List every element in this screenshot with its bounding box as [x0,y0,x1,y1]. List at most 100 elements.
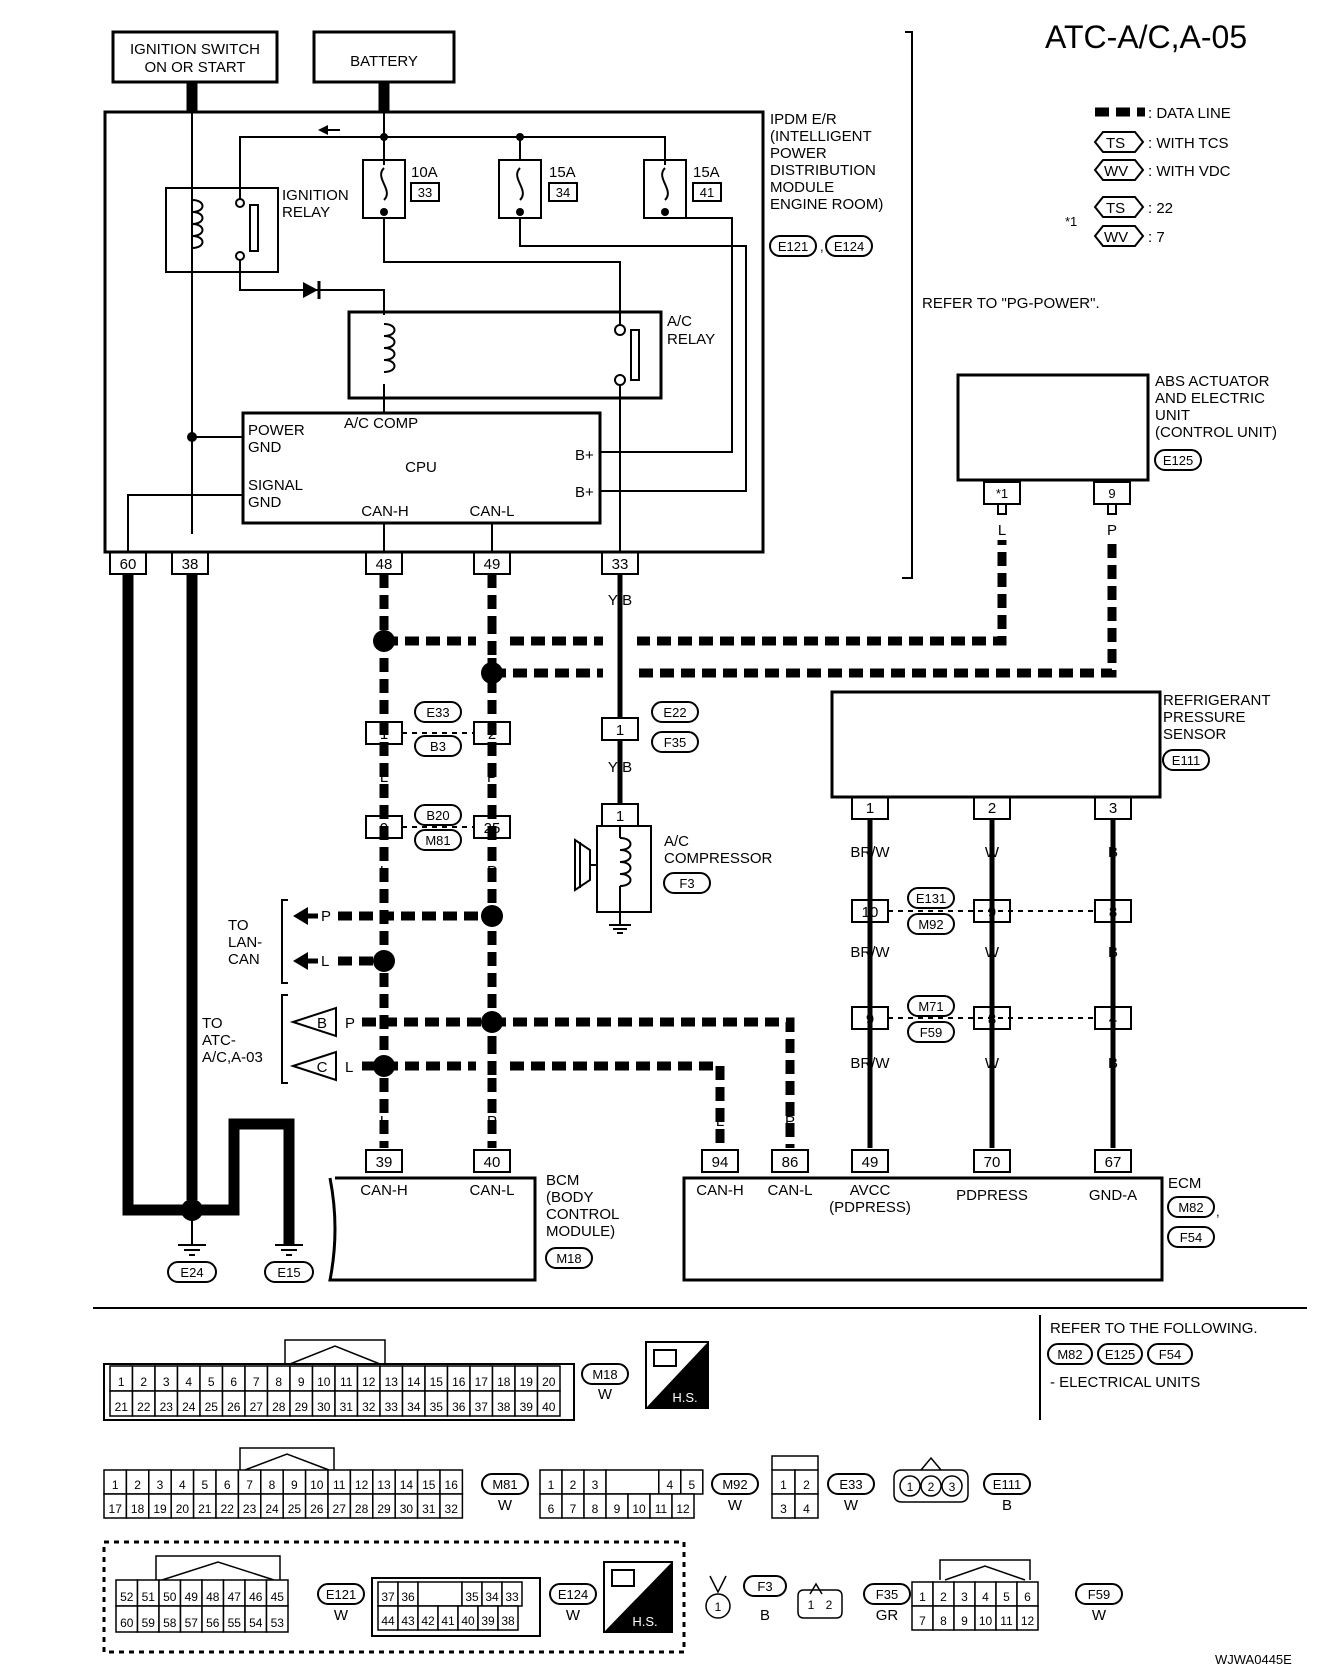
e121-latch [155,1555,281,1580]
pin-number: 7 [246,1478,253,1492]
wv-symbol [1093,159,1145,181]
conn-e125-text: E125 [1163,453,1193,468]
pin-number: 21 [115,1400,129,1414]
pin-number: 36 [401,1590,415,1604]
e111-pin-number: 3 [949,1480,956,1494]
ipdm-box [103,110,765,554]
joint-e22-pin-text: 1 [616,722,624,739]
wire-color-b: B [1108,844,1118,861]
ecm-box [682,1176,1164,1282]
pin-number: 8 [592,1502,599,1516]
pin-number: 22 [137,1400,151,1414]
cpu-box [241,411,602,525]
pin-number: 2 [134,1478,141,1492]
pin-number: 56 [206,1616,220,1630]
pin-number: 37 [475,1400,489,1414]
wire-color-p: P [785,1113,795,1130]
face-f35-color: GR [876,1607,899,1624]
fuse-41-amp: 15A [693,164,720,181]
node [380,133,388,141]
pin-number: 9 [291,1478,298,1492]
m92-pin [671,1493,695,1519]
conn-f54-text: F54 [1180,1230,1202,1245]
abs-name-2: AND ELECTRIC [1155,390,1265,407]
pin-number: 14 [407,1375,421,1389]
pin-number: 46 [249,1590,263,1604]
face-m81-id: M81 [492,1477,517,1492]
abs-box [956,373,1150,482]
pin-number: 24 [182,1400,196,1414]
fuse-15a-34: 15A 34 [498,159,578,219]
pin-number: 18 [497,1375,511,1389]
face-e121-id: E121 [326,1587,356,1602]
pin-number: 8 [269,1478,276,1492]
pin-number: 6 [1024,1590,1031,1604]
wire-color-p: P [487,863,497,880]
conn-m92-badge [907,913,955,935]
conn-m18-badge [545,1247,593,1269]
wv-text-2: WV [1104,229,1128,246]
pin-number: 12 [362,1375,376,1389]
wire-color-l: L [716,1113,724,1130]
e111-housing [893,1469,969,1503]
pin-number: 3 [163,1375,170,1389]
conn-f35-text: F35 [664,735,686,750]
m81-pin [439,1493,464,1519]
pin-number: 49 [185,1590,199,1604]
wire-color-l: L [345,1059,353,1076]
pin-number: 39 [481,1614,495,1628]
to-atc-1: TO [202,1015,223,1032]
joint-pin-1: 1 [380,726,388,743]
battery-label: BATTERY [350,53,418,70]
fuse-34-amp: 15A [549,164,576,181]
ground-symbol-e15: E15 [264,1244,314,1283]
fuse-10a-num: 33 [418,185,432,200]
ecm-pin-94-text: 94 [712,1154,729,1171]
face-f59-color: W [1092,1607,1107,1624]
fuse-34-num: 34 [556,185,570,200]
conn-e24-badge [167,1261,217,1283]
lan-bracket [281,899,288,984]
conn-m81-badge [414,829,462,851]
legend-wv-value: : 7 [1148,229,1165,246]
conn-e125-badge [1154,449,1202,471]
conn-e22-badge [651,701,699,723]
conn-b20-text: B20 [426,808,449,823]
f35-housing [797,1589,843,1619]
power-gnd-1: POWER [248,422,305,439]
node [187,432,197,442]
face-f35-id: F35 [876,1587,898,1602]
conn-e111-badge [1162,749,1210,771]
ecm-pin-86 [771,1149,809,1173]
pin-number: 29 [377,1502,391,1516]
wire-color-yb: Y/B [608,592,632,609]
bplus2-wire [519,218,747,492]
pin-number: 58 [163,1616,177,1630]
pin-number: 33 [385,1400,399,1414]
bcm-name-2: (BODY [546,1189,594,1206]
hs-symbol-2: H.S. [603,1561,673,1633]
face-e111-id: E111 [993,1477,1021,1492]
joint-pin-2: 2 [488,726,496,743]
pin-number: 43 [401,1614,415,1628]
pin-number: 1 [919,1590,926,1604]
ipdm-name-3: POWER [770,145,827,162]
face-m18-badge [581,1363,629,1385]
pin-stub [997,503,1007,515]
pin-number: 1 [548,1478,555,1492]
refer-m82: M82 [1057,1347,1082,1362]
refer-line-1: REFER TO THE FOLLOWING. [1050,1320,1258,1337]
pin-number: 12 [355,1478,369,1492]
conn-m18-text: M18 [556,1251,581,1266]
wire-color-brw: BR/W [850,1055,890,1072]
ipdm-name: IPDM E/R (INTELLIGENT POWER DISTRIBUTION… [769,111,883,257]
refer-f54-badge [1147,1343,1193,1365]
refer-line-2: - ELECTRICAL UNITS [1050,1374,1200,1391]
bcm-name-3: CONTROL [546,1206,619,1223]
hs-text-1: H.S. [672,1390,697,1405]
abs-name: ABS ACTUATOR AND ELECTRIC UNIT (CONTROL … [1154,373,1277,471]
pin-number: 6 [230,1375,237,1389]
compressor-name-1: A/C [664,833,689,850]
fuse-10a-amp: 10A [411,164,438,181]
